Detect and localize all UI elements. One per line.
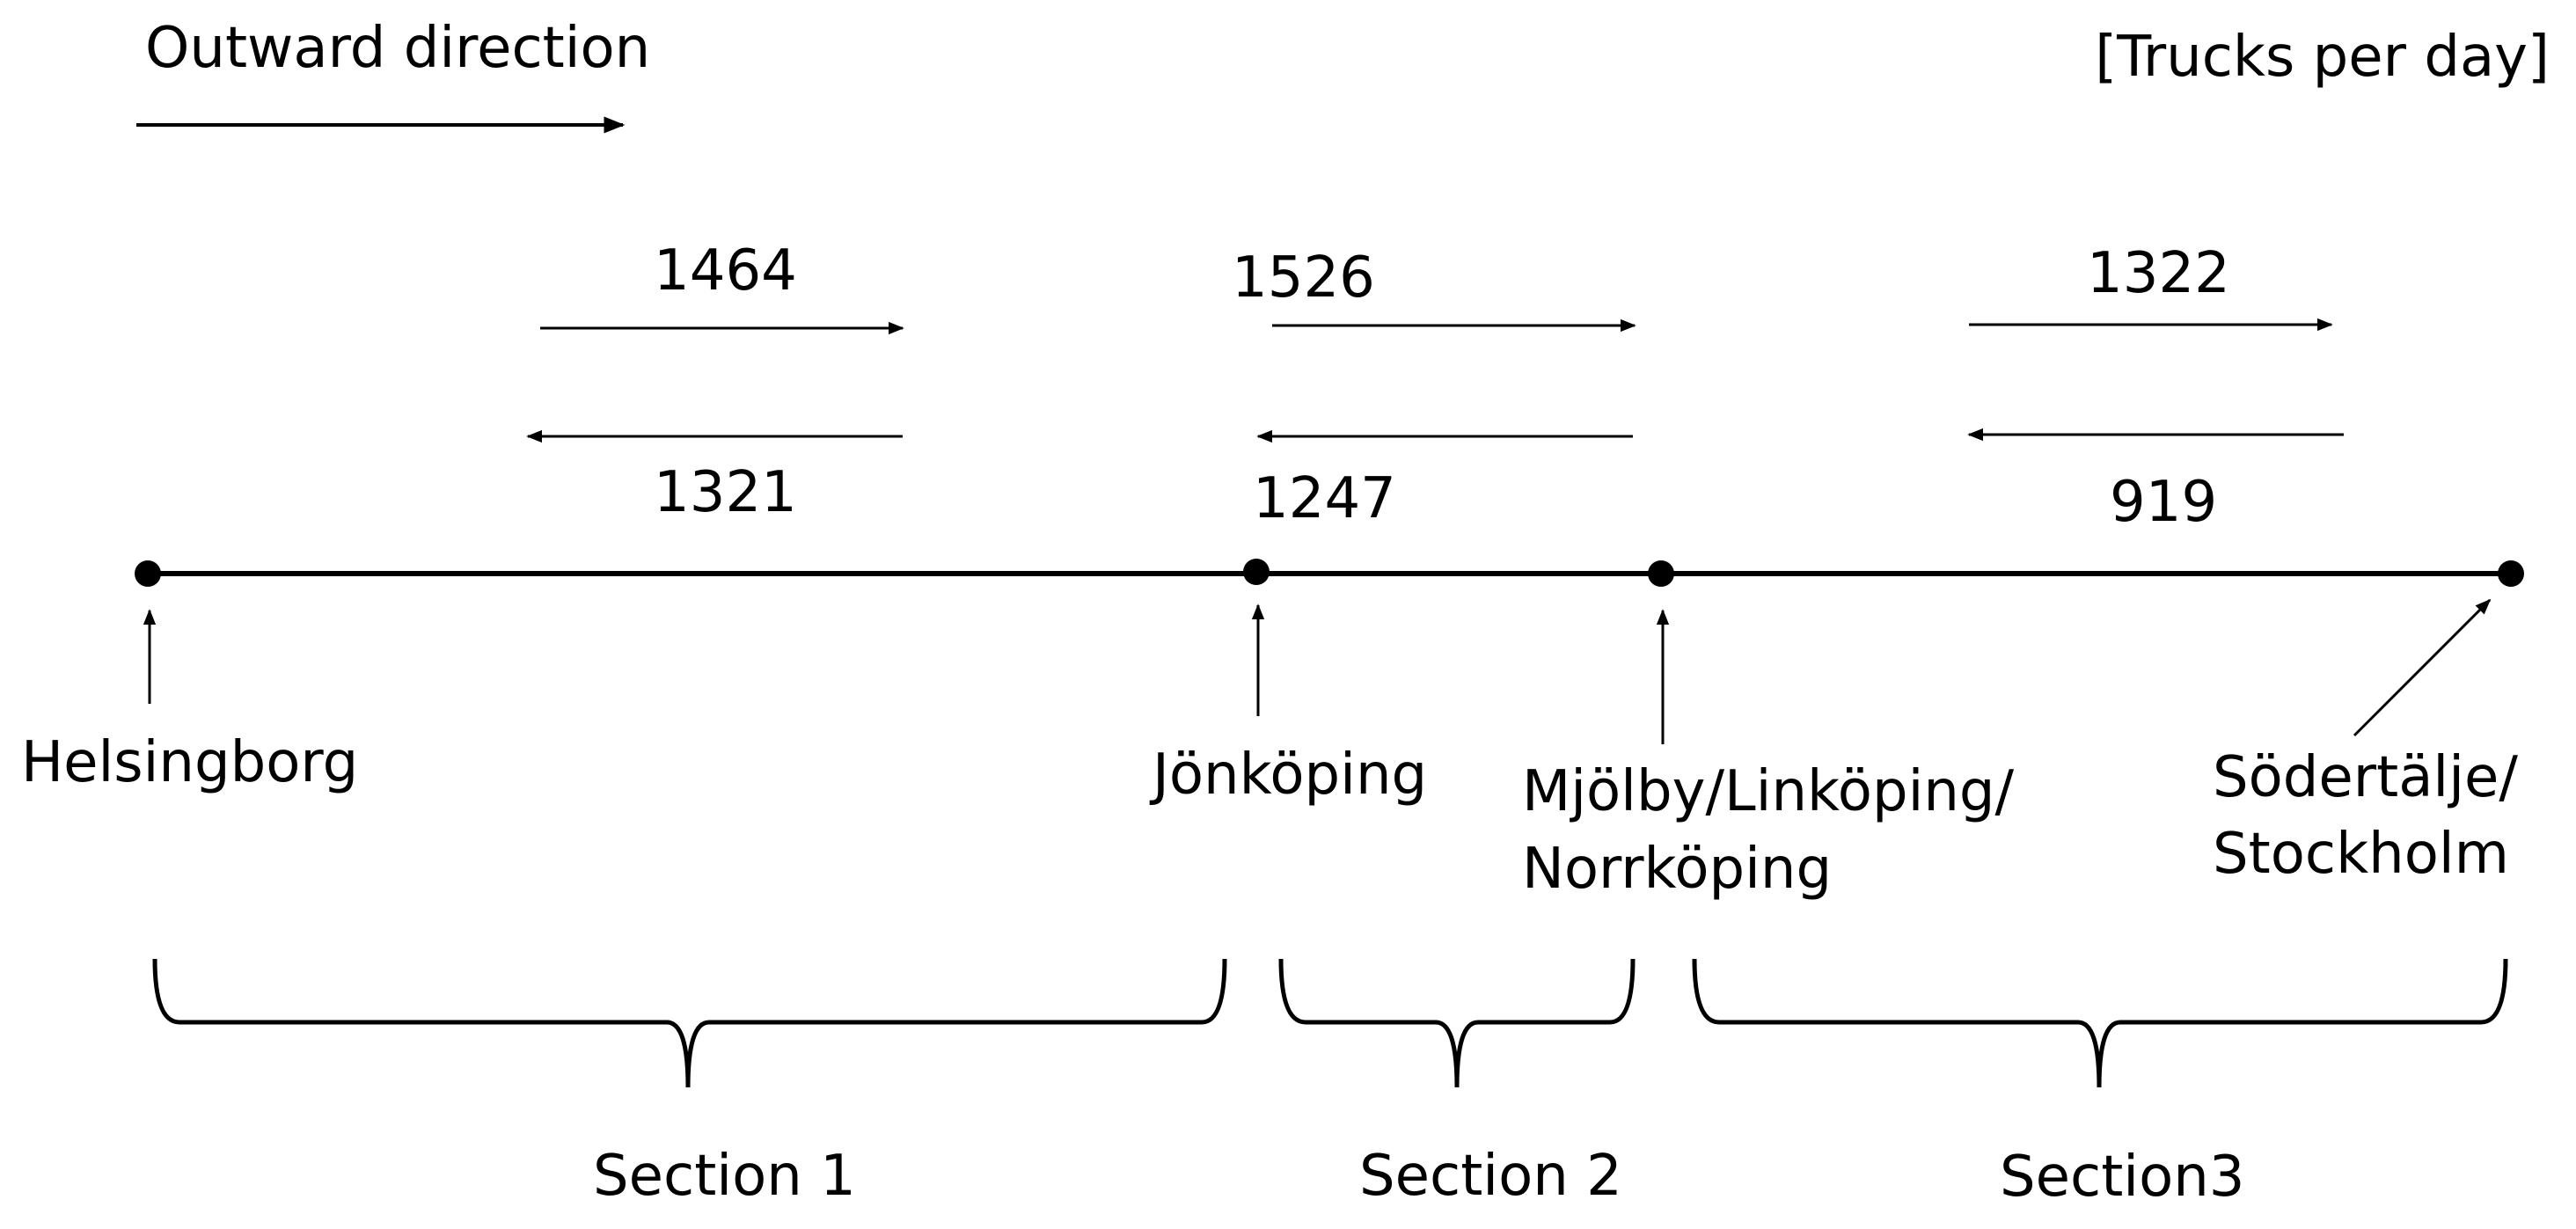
section-2-name: Section 2 [1359,1144,1622,1209]
section-1-name: Section 1 [593,1144,856,1209]
section-1-outward-value: 1464 [654,238,797,304]
location-label-mjolby-line-1: Mjölby/Linköping/ [1522,759,2015,824]
section-2-inward-value: 1247 [1253,466,1396,531]
section-3-inward-value: 919 [2110,470,2218,535]
section-3-brace [1692,958,2508,1088]
location-label-sodertalje-line-1: Södertälje/ [2213,745,2518,810]
node-helsingborg [135,560,161,587]
section-2-brace [1278,958,1636,1088]
node-jonkoping [1243,559,1270,585]
section-3-outward-value: 1322 [2087,241,2230,306]
node-mjolby-linkoping-norrkoping [1648,560,1674,587]
node-sodertalje-stockholm [2498,560,2524,587]
section-2-outward-value: 1526 [1232,245,1375,311]
section-1-inward-value: 1321 [654,460,797,525]
section-1-brace [152,958,1227,1088]
location-label-mjolby-line-2: Norrköping [1522,837,1833,902]
outward-direction-label: Outward direction [145,16,651,81]
location-label-sodertalje-line-2: Stockholm [2213,822,2509,887]
section-3-name: Section3 [2000,1145,2245,1210]
unit-label: [Trucks per day] [2095,25,2550,90]
pointer-arrow-sodertalje [2353,598,2492,737]
location-label-jonkoping: Jönköping [1153,743,1428,808]
location-label-helsingborg: Helsingborg [21,730,359,795]
